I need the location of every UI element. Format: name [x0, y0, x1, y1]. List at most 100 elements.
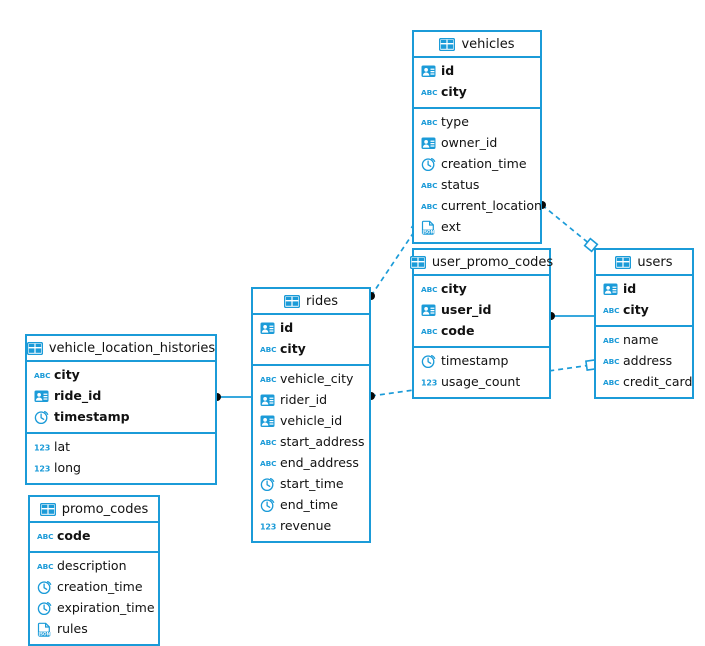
- field-label: address: [623, 353, 673, 369]
- table-field-row[interactable]: start_time: [253, 474, 369, 495]
- clock-icon: [260, 498, 275, 513]
- table-field-row[interactable]: end_time: [253, 495, 369, 516]
- clock-icon: [421, 157, 436, 172]
- field-label: vehicle_city: [280, 371, 354, 387]
- table-field-row[interactable]: timestamp: [414, 351, 549, 372]
- svg-text:ABC: ABC: [37, 532, 53, 541]
- primary-key-field-row[interactable]: id: [596, 279, 692, 300]
- table-header-users[interactable]: users: [596, 250, 692, 276]
- primary-key-field-row[interactable]: user_id: [414, 300, 549, 321]
- abc-text-icon: ABC: [260, 456, 277, 471]
- table-field-row[interactable]: vehicle_id: [253, 411, 369, 432]
- field-label: expiration_time: [57, 600, 155, 616]
- table-header-user_promo_codes[interactable]: user_promo_codes: [409, 250, 553, 276]
- id-badge-icon: [260, 414, 275, 429]
- field-label: code: [441, 323, 475, 339]
- field-label: user_id: [441, 302, 492, 318]
- field-label: timestamp: [54, 409, 130, 425]
- svg-text:ABC: ABC: [37, 562, 53, 571]
- field-label: ext: [441, 219, 461, 235]
- svg-text:ABC: ABC: [421, 202, 437, 211]
- svg-text:ABC: ABC: [603, 336, 619, 345]
- field-label: creation_time: [441, 156, 527, 172]
- field-label: city: [441, 281, 467, 297]
- field-label: current_location: [441, 198, 542, 214]
- table-name: rides: [306, 293, 338, 309]
- field-label: id: [441, 63, 455, 79]
- primary-key-field-row[interactable]: timestamp: [27, 407, 215, 428]
- field-label: description: [57, 558, 127, 574]
- field-label: name: [623, 332, 659, 348]
- svg-text:JSON: JSON: [37, 631, 50, 636]
- field-label: lat: [54, 439, 71, 455]
- svg-text:ABC: ABC: [421, 88, 437, 97]
- svg-text:ABC: ABC: [421, 285, 437, 294]
- relationship-user_promo_codes-to-users[interactable]: [547, 312, 594, 320]
- id-badge-icon: [603, 282, 618, 297]
- primary-key-field-row[interactable]: id: [414, 61, 540, 82]
- table-header-vehicles[interactable]: vehicles: [414, 32, 540, 58]
- table-field-row[interactable]: owner_id: [414, 133, 540, 154]
- primary-key-field-row[interactable]: id: [253, 318, 369, 339]
- id-badge-icon: [421, 64, 436, 79]
- abc-text-icon: ABC: [260, 342, 277, 357]
- abc-text-icon: ABC: [603, 354, 620, 369]
- id-badge-icon: [260, 321, 275, 336]
- table-field-row[interactable]: creation_time: [30, 577, 158, 598]
- table-header-promo_codes[interactable]: promo_codes: [30, 497, 158, 523]
- table-field-row[interactable]: ABC name: [596, 330, 692, 351]
- field-label: timestamp: [441, 353, 509, 369]
- table-field-row[interactable]: ABC current_location: [414, 196, 542, 217]
- json-doc-icon: JSON: [421, 220, 436, 235]
- abc-text-icon: ABC: [603, 303, 620, 318]
- table-header-vehicle_location_histories[interactable]: vehicle_location_histories: [26, 336, 215, 362]
- relationship-vehicle_location_histories-to-rides[interactable]: [213, 393, 251, 401]
- abc-text-icon: ABC: [603, 333, 620, 348]
- primary-key-field-row[interactable]: ABC city: [414, 279, 549, 300]
- table-field-row[interactable]: expiration_time: [30, 598, 158, 619]
- table-field-row[interactable]: creation_time: [414, 154, 540, 175]
- abc-text-icon: ABC: [421, 178, 438, 193]
- field-label: end_time: [280, 497, 339, 513]
- clock-icon: [37, 580, 52, 595]
- table-field-row[interactable]: ABC description: [30, 556, 158, 577]
- abc-text-icon: ABC: [421, 282, 438, 297]
- field-label: ride_id: [54, 388, 102, 404]
- table-field-row[interactable]: JSON ext: [414, 217, 540, 238]
- table-header-rides[interactable]: rides: [253, 289, 369, 315]
- relationship-vehicles-to-users[interactable]: [538, 201, 599, 253]
- primary-key-field-row[interactable]: ride_id: [27, 386, 215, 407]
- field-label: start_time: [280, 476, 344, 492]
- table-field-row[interactable]: rider_id: [253, 390, 369, 411]
- table-grid-icon: [26, 341, 43, 355]
